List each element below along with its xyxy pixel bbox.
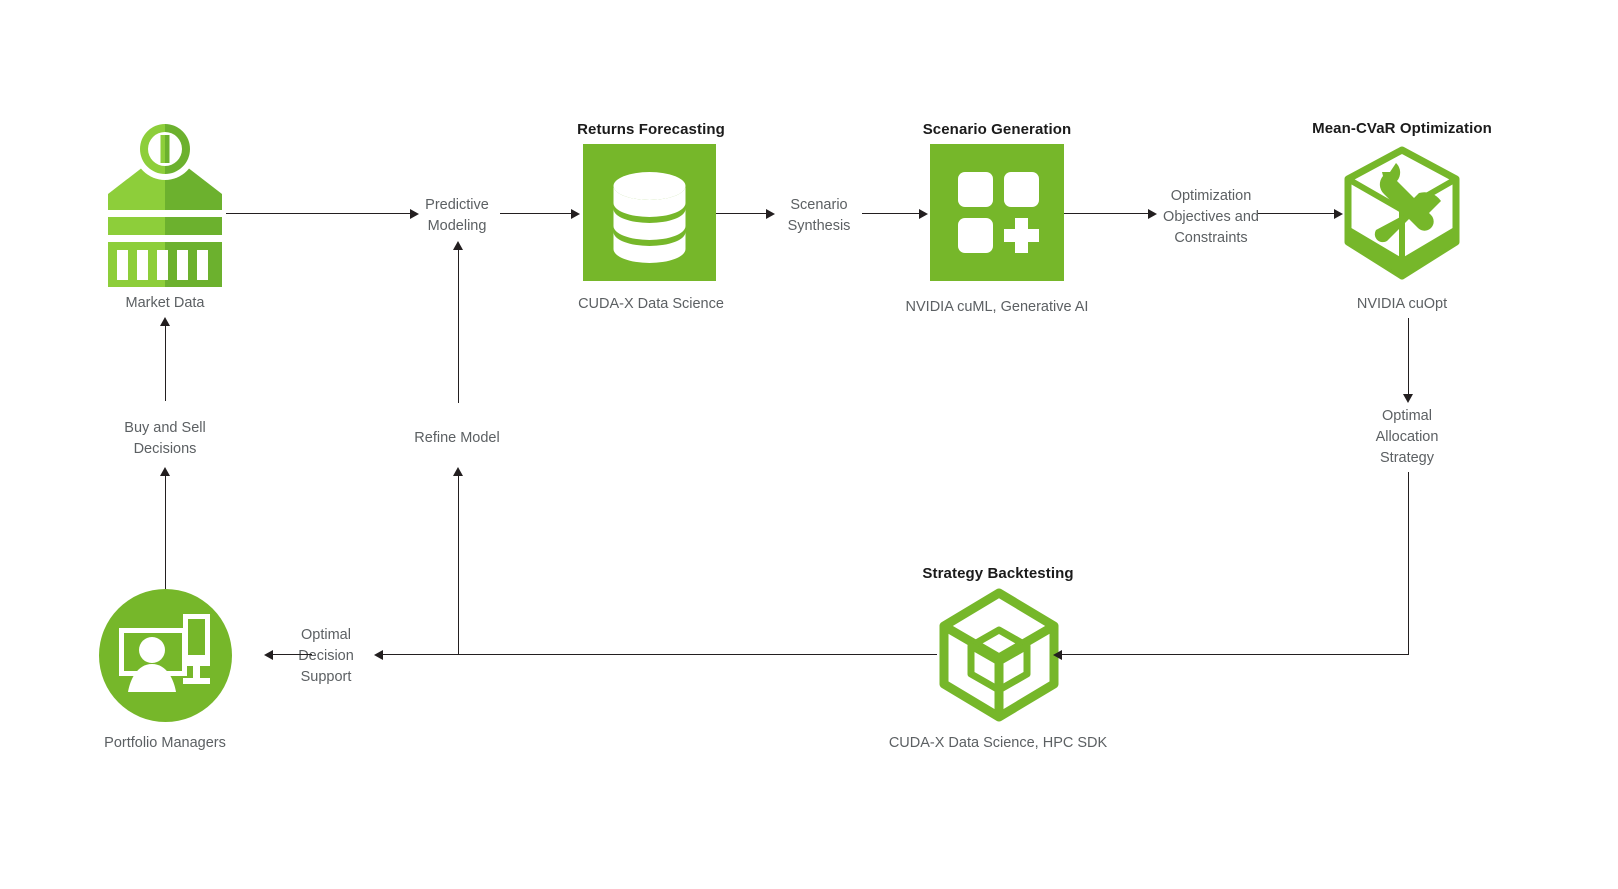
edge-refine-model-lower-line bbox=[458, 472, 459, 655]
edge-label-optimal-allocation-strategy: Optimal Allocation Strategy bbox=[1376, 406, 1439, 469]
edge-backtest-to-decision-arrowhead bbox=[374, 650, 383, 660]
strategy-backtesting-caption: CUDA-X Data Science, HPC SDK bbox=[888, 735, 1108, 751]
nested-cube-icon bbox=[939, 588, 1059, 722]
edge-cvar-down-line bbox=[1408, 318, 1409, 396]
scenario-generation-title: Scenario Generation bbox=[922, 121, 1072, 138]
edge-synthesis-to-scenario-line bbox=[862, 213, 922, 214]
cube-tools-icon bbox=[1344, 146, 1460, 280]
edge-objectives-to-cvar-arrowhead bbox=[1334, 209, 1343, 219]
edge-predictive-to-returns-line bbox=[500, 213, 572, 214]
edge-label-line: Allocation bbox=[1375, 429, 1439, 445]
edge-returns-to-synthesis-arrowhead bbox=[766, 209, 775, 219]
edge-label-optimal-decision-support: Optimal Decision Support bbox=[298, 625, 354, 688]
edge-managers-up-line bbox=[165, 472, 166, 589]
edge-label-line: Refine Model bbox=[414, 430, 500, 446]
scenario-generation-icon-wrapper[interactable] bbox=[930, 144, 1064, 281]
edge-label-line: Support bbox=[300, 669, 352, 685]
edge-label-line: Buy and Sell bbox=[124, 420, 206, 436]
scenario-generation-caption: NVIDIA cuML, Generative AI bbox=[905, 299, 1089, 315]
edge-scenario-to-objectives-line bbox=[1064, 213, 1150, 214]
edge-buysell-up-line bbox=[165, 322, 166, 401]
edge-label-line: Scenario bbox=[790, 197, 848, 213]
edge-returns-to-synthesis-line bbox=[716, 213, 768, 214]
strategy-backtesting-title: Strategy Backtesting bbox=[922, 565, 1074, 582]
edge-label-line: Modeling bbox=[427, 218, 487, 234]
returns-forecasting-title: Returns Forecasting bbox=[577, 121, 725, 138]
market-data-caption: Market Data bbox=[125, 295, 205, 311]
edge-allocation-down-line bbox=[1408, 472, 1409, 655]
edge-market-to-predictive-line bbox=[226, 213, 412, 214]
edge-scenario-to-objectives-arrowhead bbox=[1148, 209, 1157, 219]
edge-refine-model-upper-arrowhead bbox=[453, 241, 463, 250]
mean-cvar-optimization-icon-wrapper[interactable] bbox=[1340, 146, 1464, 282]
bank-institution-icon bbox=[104, 122, 226, 287]
returns-forecasting-caption: CUDA-X Data Science bbox=[578, 296, 724, 312]
edge-label-scenario-synthesis: Scenario Synthesis bbox=[788, 195, 851, 237]
edge-label-line: Strategy bbox=[1380, 450, 1434, 466]
edge-decision-to-managers-arrowhead bbox=[264, 650, 273, 660]
edge-label-line: Optimal bbox=[1382, 408, 1432, 424]
edge-buysell-up-arrowhead bbox=[160, 317, 170, 326]
edge-synthesis-to-scenario-arrowhead bbox=[919, 209, 928, 219]
edge-label-line: Objectives and bbox=[1163, 209, 1259, 225]
edge-label-optimization-objectives-and-constraints: Optimization Objectives and Constraints bbox=[1163, 186, 1259, 249]
edge-label-buy-and-sell-decisions: Buy and Sell Decisions bbox=[124, 418, 205, 460]
edge-allocation-to-backtest-arrowhead bbox=[1053, 650, 1062, 660]
edge-decision-to-managers-line bbox=[272, 654, 312, 655]
edge-managers-up-arrowhead bbox=[160, 467, 170, 476]
strategy-backtesting-icon-wrapper[interactable] bbox=[937, 588, 1061, 722]
edge-label-line: Decision bbox=[298, 648, 354, 664]
edge-cvar-down-arrowhead bbox=[1403, 394, 1413, 403]
person-at-monitor-icon bbox=[118, 613, 210, 692]
mean-cvar-optimization-caption: NVIDIA cuOpt bbox=[1356, 296, 1448, 312]
mean-cvar-optimization-title: Mean-CVaR Optimization bbox=[1312, 120, 1492, 137]
edge-market-to-predictive-arrowhead bbox=[410, 209, 419, 219]
portfolio-managers-icon-wrapper[interactable] bbox=[99, 589, 232, 722]
edge-backtest-to-decision-line bbox=[383, 654, 937, 655]
edge-label-refine-model: Refine Model bbox=[414, 428, 499, 449]
edge-allocation-to-backtest-line bbox=[1062, 654, 1409, 655]
edge-label-line: Optimization bbox=[1170, 188, 1252, 204]
edge-refine-model-upper-line bbox=[458, 246, 459, 403]
edge-label-line: Decisions bbox=[133, 441, 197, 457]
edge-objectives-to-cvar-line bbox=[1258, 213, 1336, 214]
edge-label-line: Predictive bbox=[425, 197, 489, 213]
edge-label-line: Constraints bbox=[1174, 230, 1248, 246]
edge-refine-model-lower-arrowhead bbox=[453, 467, 463, 476]
edge-label-predictive-modeling: Predictive Modeling bbox=[425, 195, 489, 237]
returns-forecasting-icon-wrapper[interactable] bbox=[583, 144, 716, 281]
edge-predictive-to-returns-arrowhead bbox=[571, 209, 580, 219]
portfolio-managers-caption: Portfolio Managers bbox=[104, 735, 226, 751]
edge-label-line: Synthesis bbox=[787, 218, 851, 234]
grid-plus-icon bbox=[958, 172, 1039, 253]
market-data-icon-wrapper[interactable] bbox=[104, 122, 226, 287]
edge-label-line: Optimal bbox=[301, 627, 351, 643]
database-cylinder-icon bbox=[613, 172, 686, 263]
